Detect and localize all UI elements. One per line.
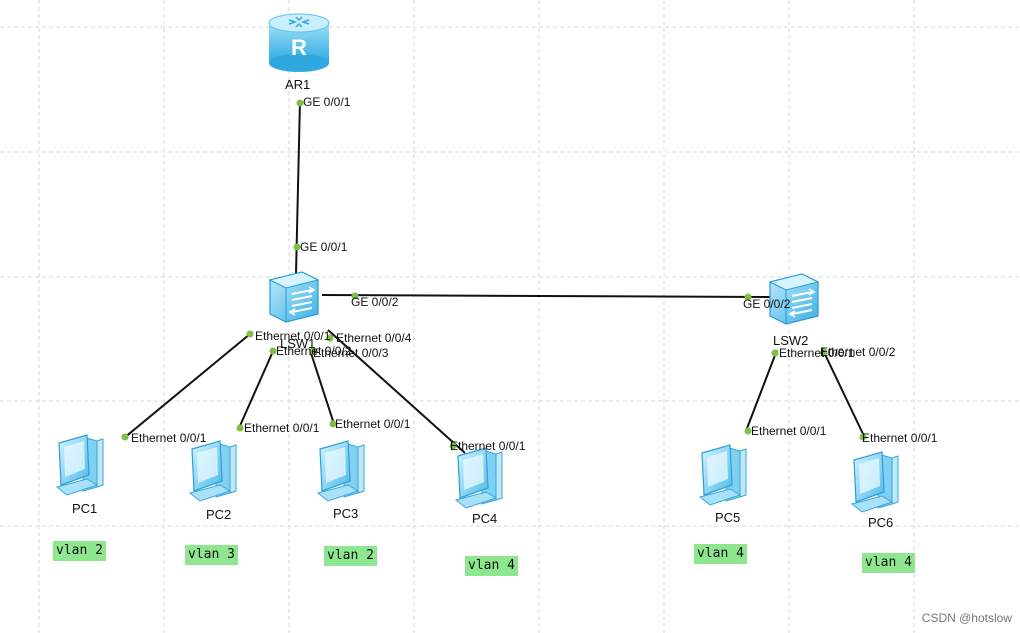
device-label-ar1: AR1 — [285, 77, 311, 92]
link-lsw2-pc5 — [745, 349, 778, 432]
pc6-icon[interactable] — [851, 451, 899, 513]
link-lsw1-pc3 — [309, 349, 335, 425]
port-label-lsw1-e003: Ethernet 0/0/3 — [313, 346, 389, 360]
port-label-lsw1-e002: Ethernet 0/0/2 — [276, 344, 352, 358]
pc1-icon[interactable] — [56, 434, 104, 496]
port-label-ar1-ge001: GE 0/0/1 — [303, 95, 351, 109]
link-lsw1-pc2 — [238, 348, 275, 429]
vlan-tag-pc5: vlan 4 — [694, 544, 747, 564]
port-label-pc3-e001: Ethernet 0/0/1 — [335, 417, 411, 431]
link-lsw2-pc6 — [821, 347, 865, 437]
port-label-lsw1-e001: Ethernet 0/0/1 — [255, 329, 331, 343]
svg-text:R: R — [291, 35, 307, 60]
device-label-pc1: PC1 — [72, 501, 98, 516]
device-label-pc2: PC2 — [206, 507, 232, 522]
pc5-icon[interactable] — [699, 444, 747, 506]
device-label-pc5: PC5 — [715, 510, 741, 525]
port-label-lsw1-ge002: GE 0/0/2 — [351, 295, 399, 309]
link-lsw1-lsw2 — [321, 294, 771, 298]
port-label-lsw2-e002: Ethernet 0/0/2 — [820, 345, 896, 359]
vlan-tag-pc4: vlan 4 — [465, 556, 518, 576]
vlan-tag-pc6: vlan 4 — [862, 553, 915, 573]
device-label-pc6: PC6 — [868, 515, 894, 530]
vlan-tag-pc2: vlan 3 — [185, 545, 238, 565]
port-label-pc6-e001: Ethernet 0/0/1 — [862, 431, 938, 445]
device-label-pc3: PC3 — [333, 506, 359, 521]
pc4-icon[interactable] — [455, 447, 503, 509]
vlan-tag-pc1: vlan 2 — [53, 541, 106, 561]
links — [123, 99, 865, 454]
port-label-lsw1-e004: Ethernet 0/0/4 — [336, 331, 412, 345]
link-lsw1-pc4 — [327, 329, 466, 454]
port-dots — [121, 99, 867, 450]
watermark: CSDN @hotslow — [921, 611, 1012, 625]
switch-lsw1-icon[interactable] — [269, 271, 319, 323]
port-label-lsw2-e001: Ethernet 0/0/1 — [779, 346, 855, 360]
pc2-icon[interactable] — [189, 440, 237, 502]
port-label-pc5-e001: Ethernet 0/0/1 — [751, 424, 827, 438]
port-label-pc2-e001: Ethernet 0/0/1 — [244, 421, 320, 435]
port-label-pc1-e001: Ethernet 0/0/1 — [131, 431, 207, 445]
port-label-pc4-e001: Ethernet 0/0/1 — [450, 439, 526, 453]
link-lsw1-pc1 — [123, 333, 251, 439]
device-label-lsw2: LSW2 — [773, 333, 809, 348]
port-label-lsw2-ge002: GE 0/0/2 — [743, 297, 791, 311]
device-label-lsw1: LSW1 — [280, 336, 316, 351]
port-label-lsw1-ge001: GE 0/0/1 — [300, 240, 348, 254]
device-label-pc4: PC4 — [472, 511, 498, 526]
vlan-tag-pc3: vlan 2 — [324, 546, 377, 566]
pc3-icon[interactable] — [317, 440, 365, 502]
router-icon[interactable]: R — [268, 13, 330, 72]
